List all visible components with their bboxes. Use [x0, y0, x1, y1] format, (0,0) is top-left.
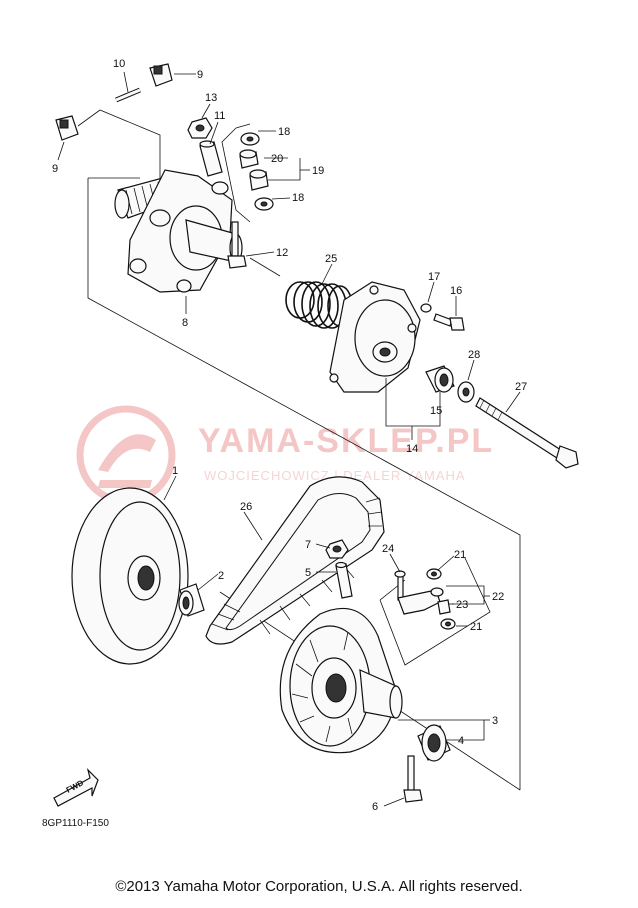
label-27: 27: [515, 381, 527, 393]
label-12: 12: [276, 247, 288, 259]
label-9-left: 9: [52, 163, 58, 175]
part-17-washer: [420, 303, 432, 313]
label-3: 3: [492, 715, 498, 727]
part-5-collar: [335, 561, 353, 599]
part-28-washer: [457, 381, 475, 403]
part-24-bolt: [394, 570, 406, 601]
label-5: 5: [305, 567, 311, 579]
part-18-washer-bottom: [254, 197, 274, 211]
part-9-clip-top: [149, 63, 173, 87]
part-12-bolt: [227, 221, 247, 269]
label-22: 22: [492, 591, 504, 603]
part-18-washer-top: [240, 132, 260, 146]
label-4: 4: [458, 735, 464, 747]
part-23-collar: [437, 599, 451, 615]
label-13: 13: [205, 92, 217, 104]
part-16-bolt: [433, 313, 465, 331]
label-28: 28: [468, 349, 480, 361]
fwd-arrow-icon: FWD: [53, 768, 99, 807]
part-8-spider-hub: [114, 169, 243, 293]
part-7-nut: [325, 539, 349, 559]
label-17: 17: [428, 271, 440, 283]
part-14-cover: [329, 281, 421, 393]
label-18-top: 18: [278, 126, 290, 138]
watermark-logo-icon: [76, 405, 176, 505]
part-22-arm: [397, 587, 444, 615]
label-14: 14: [406, 443, 418, 455]
label-18-bottom: 18: [292, 192, 304, 204]
label-9-top: 9: [197, 69, 203, 81]
part-27-long-bolt: [475, 397, 579, 469]
watermark-title: YAMA-SKLEP.PL: [198, 422, 494, 460]
part-labels: 10 9 9 13 11 18 20 19 18 12 8 25 17 16 2…: [52, 58, 527, 813]
label-20: 20: [271, 153, 283, 165]
part-20-roller-top: [239, 149, 259, 169]
part-21-washer-top: [426, 568, 442, 580]
label-2: 2: [218, 570, 224, 582]
label-16: 16: [450, 285, 462, 297]
label-7: 7: [305, 539, 311, 551]
part-10-pin: [115, 87, 141, 103]
label-8: 8: [182, 317, 188, 329]
part-26-drive-belt: [205, 476, 385, 645]
copyright-notice: ©2013 Yamaha Motor Corporation, U.S.A. A…: [115, 878, 523, 895]
part-20-roller-bottom: [249, 169, 269, 191]
label-25: 25: [325, 253, 337, 265]
label-15: 15: [430, 405, 442, 417]
label-10: 10: [113, 58, 125, 70]
label-21-top: 21: [454, 549, 466, 561]
part-13-nut: [187, 117, 213, 139]
part-code: 8GP1110-F150: [42, 818, 109, 829]
part-21-washer-bottom: [440, 618, 456, 630]
label-1: 1: [172, 465, 178, 477]
label-26: 26: [240, 501, 252, 513]
label-11: 11: [214, 110, 225, 122]
label-23: 23: [456, 599, 468, 611]
label-21-bottom: 21: [470, 621, 482, 633]
part-11-collar: [199, 140, 223, 177]
label-6: 6: [372, 801, 378, 813]
label-19: 19: [312, 165, 324, 177]
label-24: 24: [382, 543, 394, 555]
leader-lines: [57, 71, 521, 807]
part-2-bushing: [178, 583, 205, 617]
part-1-sliding-sheave: [71, 487, 189, 665]
watermark-subtitle: WOJCIECHOWICZ | DEALER YAMAHA: [204, 468, 466, 483]
part-9-clip-left: [55, 115, 79, 141]
part-6-bolt: [403, 755, 423, 803]
part-4-bearing: [417, 724, 451, 762]
part-15-bushing: [425, 365, 455, 393]
part-3-fixed-sheave: [279, 607, 403, 754]
